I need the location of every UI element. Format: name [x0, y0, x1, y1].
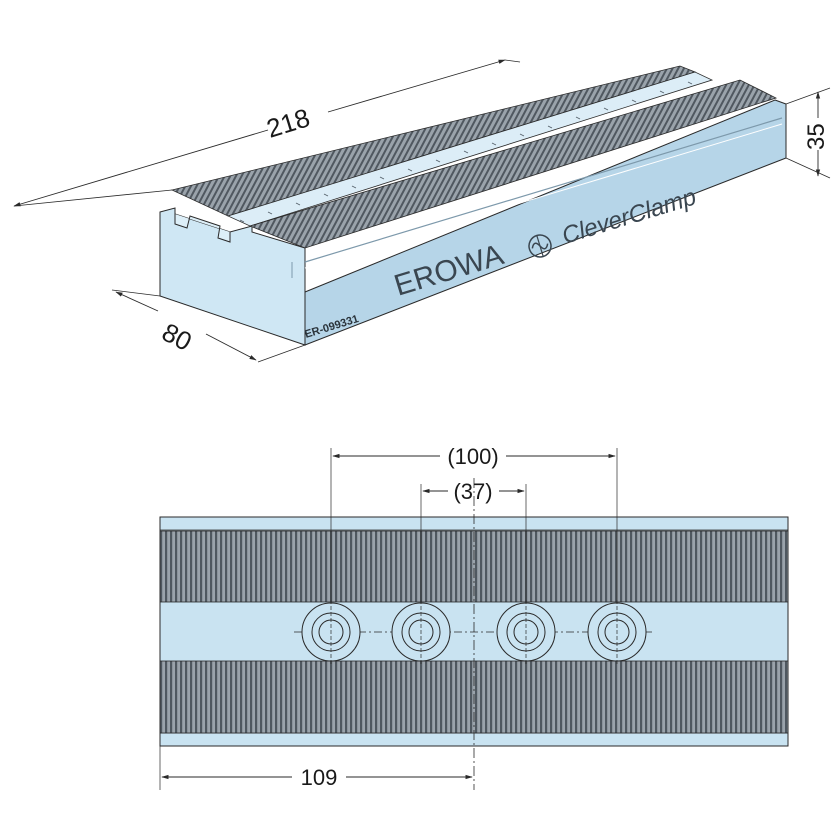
iso-center-slot: [226, 71, 714, 227]
dim-outer-spacing-label: (100): [447, 444, 498, 469]
dim-width-label: 80: [157, 317, 197, 357]
brand-emblem-icon: [528, 234, 552, 258]
dim-inner-spacing: (37): [422, 479, 525, 504]
iso-slot-cut: [174, 214, 231, 243]
top-view: (100) (37) 109: [159, 444, 789, 790]
dim-length-label: 218: [263, 102, 313, 143]
iso-side-face: [304, 99, 787, 346]
iso-scale-marks: [239, 81, 693, 223]
dim-inner-spacing-label: (37): [453, 479, 492, 504]
dim-offset-label: 109: [301, 765, 338, 790]
iso-view: EROWA CleverClamp ER-099331 218 80: [13, 59, 831, 363]
iso-side-groove-2: [304, 123, 783, 269]
iso-side-groove: [304, 117, 783, 263]
iso-front-face: [159, 207, 306, 346]
iso-serration-right: [248, 79, 778, 249]
dim-height: 35: [785, 87, 831, 179]
dim-offset: 109: [159, 746, 473, 790]
dim-height-label: 35: [803, 123, 830, 150]
dim-outer-spacing: (100): [332, 444, 616, 469]
